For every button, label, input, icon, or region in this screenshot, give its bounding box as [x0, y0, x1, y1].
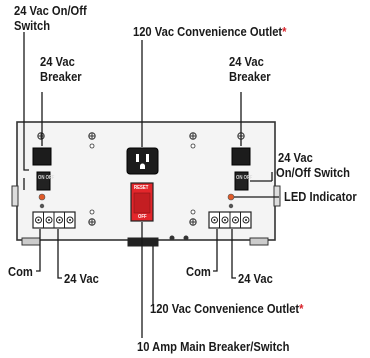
label-breaker-right-line2: Breaker	[229, 69, 271, 84]
switch-left-marking: ON OFF	[38, 175, 55, 181]
leader-lines	[23, 32, 279, 338]
screw	[189, 132, 197, 140]
terminal-block-right	[208, 211, 252, 229]
label-breaker-right-line1: 24 Vac	[229, 54, 264, 69]
onoff-switch-left	[36, 171, 51, 191]
label-outlet-top-text: 120 Vac Convenience Outlet	[133, 24, 283, 39]
label-breaker-left-line2: Breaker	[40, 69, 82, 84]
main-switch-off-marking: OFF	[138, 214, 147, 220]
label-switch-right-line1: 24 Vac	[278, 150, 313, 165]
label-com-left: Com	[8, 264, 33, 279]
panel-right-tab	[273, 185, 281, 207]
label-24vac-left: 24 Vac	[64, 271, 99, 286]
label-breaker-left-line1: 24 Vac	[40, 54, 75, 69]
label-outlet-bottom: 120 Vac Convenience Outlet*	[150, 301, 303, 316]
mount-foot-right	[249, 237, 269, 246]
label-switch-top-left-line1: 24 Vac On/Off	[14, 3, 87, 18]
led-indicator-right	[227, 193, 235, 201]
main-switch-reset-marking: RESET	[134, 185, 149, 191]
led-indicator-left	[38, 193, 46, 201]
label-switch-top-left-line2: Switch	[14, 18, 51, 33]
asterisk-top: *	[282, 24, 287, 39]
label-main-breaker: 10 Amp Main Breaker/Switch	[137, 339, 290, 354]
panel-left-tab	[11, 185, 19, 207]
asterisk-bottom: *	[299, 301, 304, 316]
label-switch-right-line2: On/Off Switch	[276, 165, 350, 180]
label-com-right: Com	[186, 264, 211, 279]
breaker-left	[32, 147, 52, 166]
screw	[37, 132, 45, 140]
screw	[88, 132, 96, 140]
breaker-right	[231, 147, 251, 166]
mount-foot-center	[127, 237, 159, 247]
mount-foot-left	[21, 237, 41, 246]
onoff-switch-right	[234, 171, 249, 191]
label-outlet-bottom-text: 120 Vac Convenience Outlet	[150, 301, 300, 316]
switch-right-marking: ON OFF	[236, 175, 253, 181]
screw	[189, 218, 197, 226]
status-dot-right	[228, 203, 234, 209]
terminal-block-left	[32, 211, 76, 229]
label-outlet-top: 120 Vac Convenience Outlet*	[133, 24, 286, 39]
status-dot-left	[39, 203, 45, 209]
label-24vac-right: 24 Vac	[238, 271, 273, 286]
screw	[88, 218, 96, 226]
label-led-indicator: LED Indicator	[284, 189, 357, 204]
outlet-top	[126, 147, 159, 175]
